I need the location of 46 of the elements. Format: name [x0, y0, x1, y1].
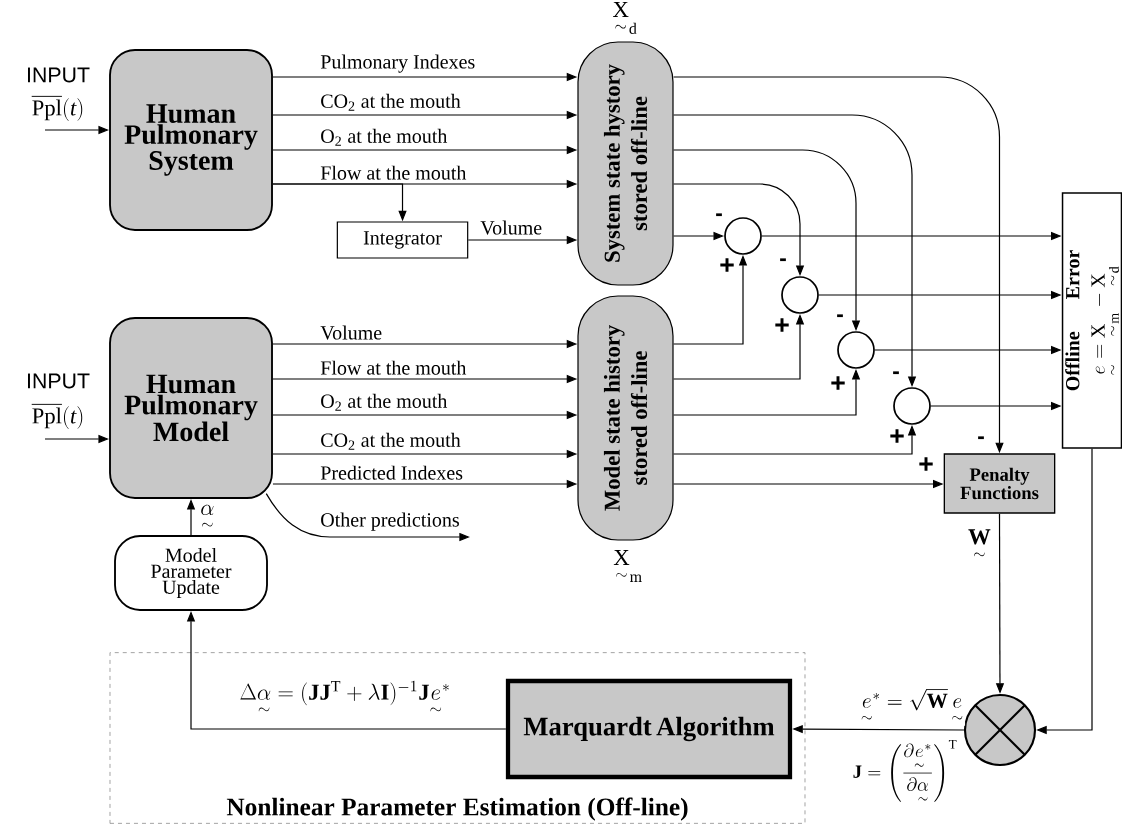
process-box: Model Parameter Update — [114, 535, 268, 611]
sign-label: - — [837, 314, 843, 318]
edge-label: $\underset{\sim}{\alpha}$ — [198, 503, 217, 533]
edge-label: $\Delta\underset{\sim}{\alpha}=(\mathbf{J}\mathbf{J}^{\mathrm{T}}+\lambda\mathbf{I})^{-1}\mathbf{J}\underset{\sim}{e}^{*}$ — [237, 679, 453, 718]
sign-label: - — [978, 436, 984, 440]
summing-junction — [893, 387, 931, 425]
summing-junction — [724, 217, 762, 255]
multiplier-junction — [963, 693, 1037, 767]
edge-label: Flow at the mouth — [318, 163, 469, 182]
sign-label: + — [919, 457, 933, 471]
summing-junction — [837, 331, 875, 369]
process-box: Marquardt Algorithm — [505, 678, 793, 780]
storage-pill: System state hystory stored off-line — [577, 41, 674, 286]
sign-label: - — [893, 371, 899, 375]
edge-label: CO$_{2}$ at the mouth — [318, 91, 463, 113]
edge-label: $\underset{\sim}{\mathbf{W}}$ — [966, 527, 993, 563]
sign-label: + — [720, 258, 734, 272]
sign-label: + — [831, 376, 845, 390]
process-box: Human Pulmonary Model — [109, 317, 273, 499]
edge-label: Volume — [318, 323, 385, 342]
edge-label: CO$_{2}$ at the mouth — [318, 430, 463, 452]
process-box: Human Pulmonary System — [109, 49, 273, 231]
signal-label: $\overline{\mathrm{Ppl}}(\mathit{t})$ — [31, 96, 83, 121]
edge-label: Pulmonary Indexes — [318, 52, 478, 75]
sign-label: - — [780, 258, 786, 262]
process-box: Penalty Functions — [943, 453, 1056, 514]
formula-label: $\mathbf{J}=\left(\frac{\partial\underset{\sim}{e}^{*}}{\partial\underset{\sim}{\alpha}}\right)^{\mathrm{T}}$ — [853, 740, 957, 802]
state-vector-label: $\underset{\sim}{\mathrm{X}}_{\mathrm{m}}$ — [613, 550, 642, 582]
storage-pill: Model state history stored off-line — [577, 295, 674, 541]
edge-label: Predicted Indexes — [318, 463, 465, 482]
edge-label: Volume — [478, 218, 545, 237]
sign-label: + — [890, 429, 904, 443]
signal-label: $\overline{\mathrm{Ppl}}(\mathit{t})$ — [31, 404, 83, 429]
edge-label: Flow at the mouth — [318, 358, 469, 377]
edge-label: $\underset{\sim}{e}^{*}=\sqrt{\mathbf{W}}\,\underset{\sim}{e}$ — [858, 686, 966, 726]
state-vector-label: $\underset{\sim}{\mathrm{X}}_{\mathrm{d}}$ — [613, 2, 637, 34]
input-label: INPUT — [27, 373, 90, 389]
edge-label: Other predictions — [318, 510, 462, 533]
edge-label: O$_{2}$ at the mouth — [318, 391, 450, 413]
error-box: Offline Error $\underset{\sim}{e}=\underset{\sim}{\mathrm{X}}_{\mathrm{m}}-\underset{\sim}{\mathrm{X}}_{\mathrm{d}}$ — [1061, 192, 1122, 449]
process-box: Integrator — [336, 221, 469, 259]
sign-label: - — [716, 213, 722, 217]
input-label: INPUT — [27, 67, 90, 83]
sign-label: + — [775, 318, 789, 332]
summing-junction — [781, 276, 819, 314]
edge-label: O$_{2}$ at the mouth — [318, 126, 450, 148]
